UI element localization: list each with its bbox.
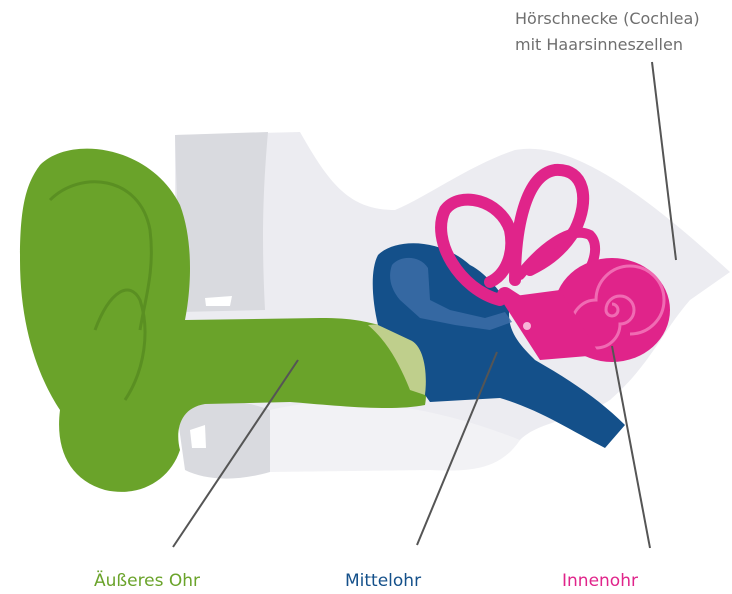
bone-notch-lower <box>190 425 206 448</box>
skull-bone-lower <box>178 401 270 479</box>
bone-notch <box>205 296 232 306</box>
leader-outer-ear <box>172 359 299 548</box>
jaw-tissue <box>270 402 520 472</box>
pinna-inner-fold <box>93 288 147 401</box>
cochlea-label-line1: Hörschnecke (Cochlea) <box>515 9 700 28</box>
pinna-fold <box>48 180 153 331</box>
pinna <box>20 148 427 492</box>
middle-ear <box>372 243 625 448</box>
skull-bone <box>175 132 268 312</box>
cochlea-label: Hörschnecke (Cochlea) mit Haarsinneszell… <box>515 6 700 58</box>
leader-middle-ear <box>416 351 498 546</box>
ossicles <box>390 257 512 330</box>
leader-inner-ear <box>611 345 651 549</box>
middle-ear-label: Mittelohr <box>345 571 422 591</box>
outer-ear-label: Äußeres Ohr <box>94 571 201 591</box>
cochlea <box>500 258 670 362</box>
cochlea-label-line2: mit Haarsinneszellen <box>515 35 683 54</box>
inner-ear-label: Innenohr <box>562 571 638 591</box>
leader-cochlea <box>651 61 677 261</box>
